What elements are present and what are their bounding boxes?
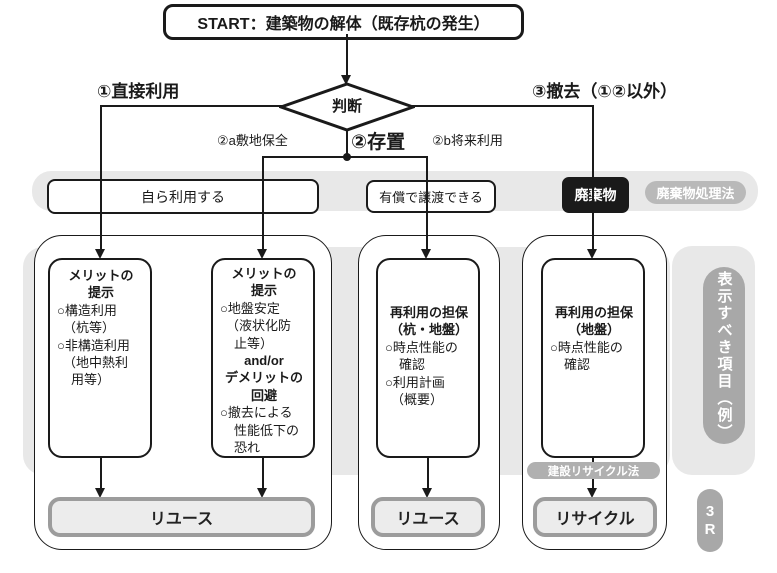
- label-direct-use: ①直接利用: [97, 82, 180, 101]
- arrow-down-icon: [421, 249, 431, 259]
- self-use-node: 自ら利用する: [47, 179, 319, 214]
- label-leave-in-place: ②存置: [351, 132, 406, 153]
- line-decision-down: [346, 126, 348, 158]
- box-line: ○時点性能の: [550, 339, 623, 355]
- three-r-pill: 3R: [697, 489, 723, 552]
- box-line: ○利用計画: [385, 374, 445, 390]
- waste-label: 廃棄物: [574, 187, 617, 203]
- box-line: ○地盤安定: [220, 300, 280, 316]
- box-line: 用等）: [71, 372, 111, 388]
- box-line: デメリットの: [224, 370, 303, 386]
- line-branch2a-horizontal: [262, 156, 348, 158]
- transfer-for-value-node: 有償で譲渡できる: [366, 180, 496, 213]
- box-line: 提示: [250, 283, 277, 299]
- box-line: 確認: [564, 357, 591, 373]
- line-start-to-decision: [346, 34, 348, 77]
- reuse-outcome-direct: リユース: [48, 497, 315, 537]
- box-line: （概要）: [391, 392, 444, 408]
- reuse-outcome-label: リユース: [396, 511, 460, 528]
- decision-diamond: [279, 82, 415, 132]
- line-box4-badge: [592, 458, 594, 464]
- line-box2-outcome: [262, 458, 264, 488]
- line-col1-vertical: [100, 105, 102, 249]
- self-use-label: 自ら利用する: [141, 188, 225, 205]
- box-line: 恐れ: [234, 440, 261, 456]
- line-branch2b-horizontal: [347, 156, 428, 158]
- box-line: メリットの: [231, 266, 297, 281]
- box-line: 再利用の担保: [389, 305, 468, 320]
- merit-box-direct: メリットの 提示 ○構造利用 （杭等） ○非構造利用 （地中熱利 用等）: [48, 258, 152, 458]
- line-box1-outcome: [100, 458, 102, 488]
- guarantee-box-ground: 再利用の担保 （地盤） ○時点性能の 確認: [541, 258, 645, 458]
- line-badge-outcome: [592, 479, 594, 488]
- box-line: 止等）: [234, 335, 274, 351]
- decision-label: 判断: [331, 97, 362, 115]
- box-line: and/or: [244, 353, 284, 369]
- guarantee-box-pile-ground: 再利用の担保 （杭・地盤） ○時点性能の 確認 ○利用計画 （概要）: [376, 258, 480, 458]
- line-box3-outcome: [427, 458, 429, 488]
- line-col2-vertical: [262, 156, 264, 249]
- box-line: （地盤）: [567, 322, 620, 338]
- recycle-outcome: リサイクル: [533, 497, 657, 537]
- arrow-down-icon: [95, 249, 105, 259]
- start-node: START：建築物の解体（既存杭の発生）: [163, 4, 524, 40]
- box-line: 再利用の担保: [554, 305, 633, 320]
- label-future-use: ②b将来利用: [432, 133, 503, 148]
- construction-recycle-law-badge: 建設リサイクル法: [527, 462, 660, 479]
- transfer-for-value-label: 有償で譲渡できる: [379, 190, 483, 205]
- waste-node: 廃棄物: [562, 177, 629, 213]
- label-removal: ③撤去（①②以外）: [532, 82, 678, 101]
- box-line: ○非構造利用: [57, 337, 130, 353]
- arrow-down-icon: [257, 488, 267, 498]
- label-site-preservation: ②a敷地保全: [217, 133, 288, 148]
- line-col4-vertical: [592, 105, 594, 249]
- arrow-down-icon: [587, 488, 597, 498]
- box-line: ○構造利用: [57, 302, 117, 318]
- arrow-down-icon: [341, 75, 351, 85]
- box-line: （地中熱利: [63, 355, 129, 371]
- arrow-down-icon: [257, 249, 267, 259]
- waste-law-badge: 廃棄物処理法: [645, 181, 746, 204]
- arrow-down-icon: [587, 249, 597, 259]
- box-line: 性能低下の: [234, 422, 300, 438]
- box-line: （杭等）: [63, 320, 116, 336]
- line-branch1-horizontal: [101, 105, 283, 107]
- box-line: ○撤去による: [220, 405, 293, 421]
- box-line: ○時点性能の: [385, 339, 458, 355]
- arrow-down-icon: [95, 488, 105, 498]
- box-line: （液状化防: [226, 318, 292, 334]
- reuse-outcome-leave: リユース: [371, 497, 485, 537]
- line-col3-vertical: [426, 156, 428, 249]
- box-line: （杭・地盤）: [389, 322, 468, 338]
- arrow-down-icon: [422, 488, 432, 498]
- reuse-outcome-label: リユース: [149, 511, 214, 528]
- box-line: 提示: [87, 285, 114, 301]
- waste-law-badge-label: 廃棄物処理法: [656, 186, 735, 201]
- merit-box-leave: メリットの 提示 ○地盤安定 （液状化防 止等） and/or デメリットの 回…: [211, 258, 315, 458]
- box-line: 確認: [399, 357, 426, 373]
- display-items-pill: 表示すべき項目（例）: [703, 267, 745, 444]
- start-node-label: START：建築物の解体（既存杭の発生）: [197, 16, 490, 33]
- construction-recycle-law-label: 建設リサイクル法: [547, 465, 640, 478]
- box-line: 回避: [250, 387, 277, 403]
- recycle-outcome-label: リサイクル: [555, 511, 635, 528]
- line-branch3-horizontal: [412, 105, 593, 107]
- box-line: メリットの: [68, 268, 134, 283]
